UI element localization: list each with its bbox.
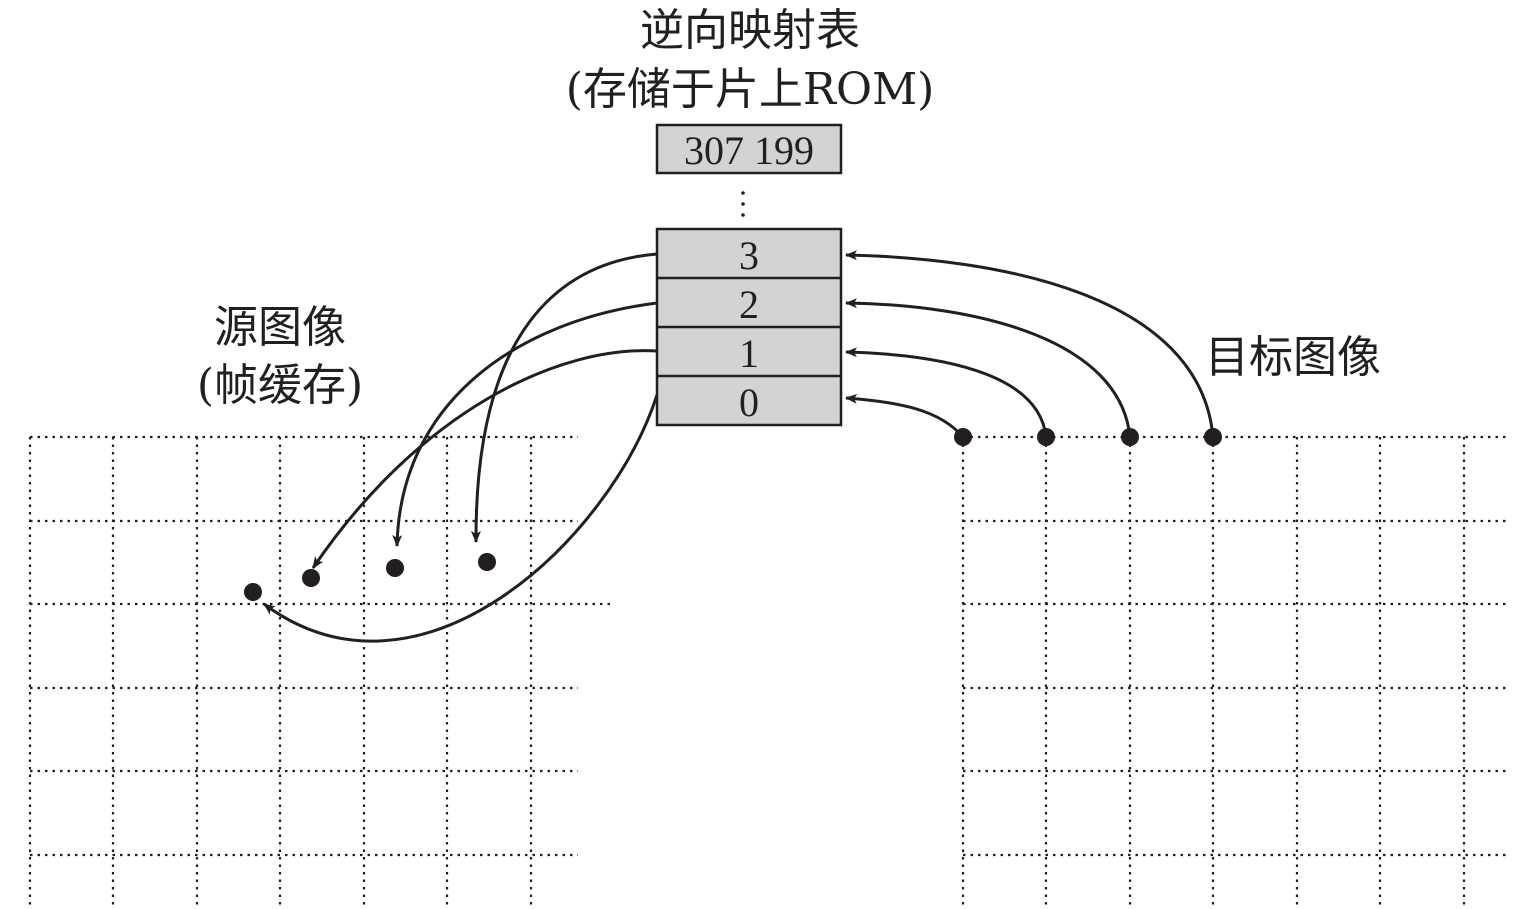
source-pixel-1	[302, 569, 320, 587]
table-subtitle: (存储于片上ROM)	[566, 64, 935, 115]
table-top-entry: 307 199	[655, 123, 843, 175]
table-top-entry-label: 307 199	[684, 128, 814, 173]
arrow-source-0	[263, 394, 659, 643]
source-pixel-2	[386, 559, 404, 577]
table-entry-1: 1	[739, 331, 759, 376]
table-entry-2: 2	[739, 282, 759, 327]
target-pixel-0	[954, 428, 972, 446]
arrow-source-3	[470, 252, 658, 543]
arrow-source-1	[311, 349, 658, 569]
source-image-grid	[28, 435, 615, 909]
source-pixel-dots	[244, 553, 496, 601]
table-entries: 3 2 1 0	[655, 227, 843, 427]
arrow-target-0	[845, 393, 965, 438]
source-pixel-3	[478, 553, 496, 571]
source-image-title: 源图像	[214, 302, 346, 353]
target-image-grid	[961, 435, 1510, 909]
source-pixel-0	[244, 583, 262, 601]
arrow-target-2	[845, 298, 1132, 438]
table-title: 逆向映射表	[640, 5, 860, 56]
source-image-subtitle: (帧缓存)	[197, 360, 363, 411]
target-pixel-3	[1204, 428, 1222, 446]
target-pixel-dots	[954, 428, 1222, 446]
target-pixel-2	[1121, 428, 1139, 446]
table-entry-3: 3	[739, 233, 759, 278]
table-entry-0: 0	[739, 380, 759, 425]
table-ellipsis	[741, 191, 745, 217]
arrow-source-2	[392, 301, 658, 547]
target-to-table-arrows	[845, 250, 1215, 438]
arrow-target-3	[845, 250, 1215, 438]
arrow-target-1	[845, 347, 1048, 438]
table-to-source-arrows	[263, 252, 659, 643]
target-pixel-1	[1037, 428, 1055, 446]
target-image-title: 目标图像	[1205, 332, 1381, 383]
